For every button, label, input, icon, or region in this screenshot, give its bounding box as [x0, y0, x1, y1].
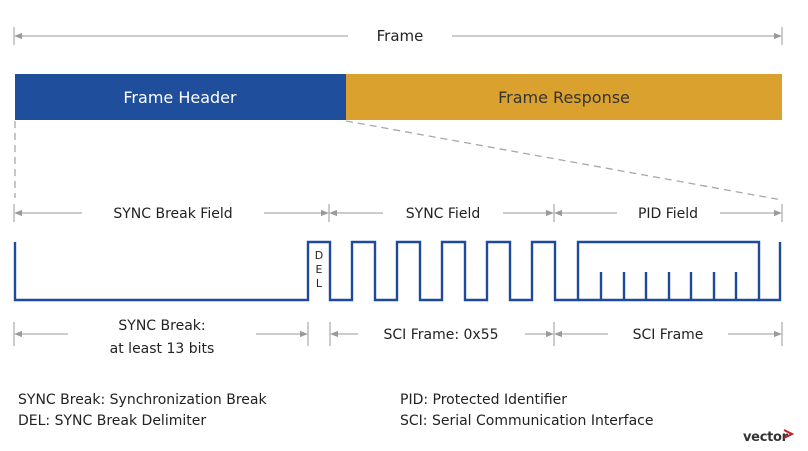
legend-del: DEL: SYNC Break Delimiter — [18, 413, 206, 429]
signal-waveform: D E L — [13, 240, 782, 302]
svg-text:E: E — [316, 263, 323, 276]
frame-label: Frame — [377, 27, 424, 45]
frame-response-bar — [346, 74, 782, 120]
svg-text:L: L — [316, 277, 323, 290]
sync-field-label: SYNC Field — [406, 206, 480, 222]
legend: SYNC Break: Synchronization Break DEL: S… — [18, 392, 654, 429]
pid-field-label: PID Field — [638, 206, 698, 222]
sync-break-label-line1: SYNC Break: — [118, 318, 205, 334]
svg-text:D: D — [315, 249, 323, 262]
frame-header-label: Frame Header — [123, 88, 237, 107]
field-dimensions: SYNC Break Field SYNC Field PID Field — [13, 204, 783, 222]
del-label: D E L — [315, 249, 323, 290]
pid-bit-ticks — [578, 272, 759, 302]
sync-break-label-line2: at least 13 bits — [110, 341, 215, 357]
legend-pid: PID: Protected Identifier — [400, 392, 567, 408]
sci-frame-0x55-label: SCI Frame: 0x55 — [383, 327, 498, 343]
svg-text:vector: vector — [743, 430, 789, 445]
frame-dimension: Frame — [13, 27, 783, 45]
frame-header-bar — [15, 74, 346, 120]
vector-logo: vector — [743, 429, 795, 445]
frame-response-label: Frame Response — [498, 88, 630, 107]
zoom-lines — [14, 120, 783, 201]
logo-arrow-icon — [783, 429, 795, 439]
legend-sci: SCI: Serial Communication Interface — [400, 413, 654, 429]
sync-break-field-label: SYNC Break Field — [113, 206, 232, 222]
sync-signal — [13, 240, 782, 302]
bottom-dimensions: SYNC Break: at least 13 bits SCI Frame: … — [13, 318, 783, 357]
sci-frame-label: SCI Frame — [633, 327, 704, 343]
legend-sync-break: SYNC Break: Synchronization Break — [18, 392, 267, 408]
